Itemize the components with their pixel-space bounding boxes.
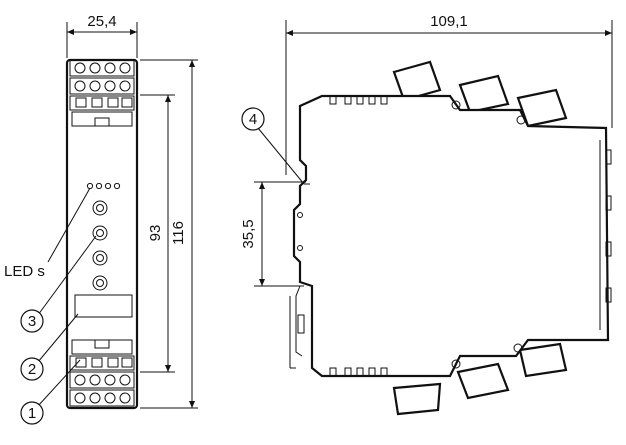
potentiometer-center	[96, 229, 104, 237]
callout-2-leader	[37, 313, 79, 363]
screw-icon	[104, 374, 116, 386]
terminal-slot	[121, 357, 133, 368]
callout-2-label: 2	[28, 361, 36, 378]
top-plug-1	[392, 60, 442, 102]
callout-4-leader	[257, 127, 305, 185]
bottom-plug-2	[456, 362, 510, 400]
screw-icon	[89, 62, 101, 74]
bottom-terminal-row-3	[69, 371, 135, 389]
top-plug-3	[516, 88, 568, 128]
top-terminal-row-3	[69, 95, 135, 111]
screw-icon	[119, 392, 131, 404]
potentiometer-icon	[92, 275, 108, 291]
screw-icon	[74, 62, 86, 74]
dimension-front-height-inner-label: 93	[147, 225, 164, 242]
dimension-side-rail-label: 35,5	[240, 219, 257, 248]
terminal-slot	[107, 357, 119, 368]
top-terminal-row-2	[69, 77, 135, 95]
potentiometer-center	[96, 254, 104, 262]
bottom-terminal-row-4	[69, 389, 135, 407]
leds-label: LED s	[4, 263, 45, 280]
terminal-slot	[91, 97, 103, 108]
screw-icon	[89, 374, 101, 386]
screw-icon	[119, 374, 131, 386]
callout-4-label: 4	[249, 111, 257, 128]
bottom-plug-3	[518, 342, 568, 378]
callout-4-circle	[241, 107, 265, 131]
screw-icon	[74, 80, 86, 92]
led-icon	[113, 182, 121, 190]
screw-icon	[89, 392, 101, 404]
screw-icon	[104, 80, 116, 92]
bottom-notches	[329, 367, 388, 377]
bottom-plug-1	[392, 382, 442, 416]
terminal-latch	[94, 339, 110, 349]
potentiometer-icon	[92, 200, 108, 216]
screw-icon	[513, 343, 523, 353]
callout-1-leader	[37, 359, 81, 407]
right-edge-ribs	[599, 140, 612, 330]
screw-icon	[451, 359, 461, 369]
leds-leader	[47, 187, 91, 263]
screw-icon	[74, 374, 86, 386]
dimension-front-width-label: 25,4	[87, 13, 116, 30]
terminal-slot	[107, 97, 119, 108]
terminal-slot	[75, 357, 87, 368]
screw-icon	[104, 62, 116, 74]
din-rail-clip	[289, 183, 310, 369]
callout-2-circle	[20, 357, 44, 381]
front-view: 25,4 93 116 LED s 3 2	[4, 13, 198, 425]
callout-3-leader	[37, 235, 97, 316]
dimension-side-rail: 35,5	[240, 181, 306, 287]
top-terminal-row-1	[69, 59, 135, 77]
side-housing	[292, 94, 610, 378]
screw-icon	[451, 100, 461, 110]
potentiometer-icon	[92, 250, 108, 266]
label-field	[74, 294, 133, 318]
dimension-front-height-inner: 93	[140, 94, 175, 373]
led-icon	[104, 182, 112, 190]
led-icon	[95, 182, 103, 190]
screw-icon	[119, 80, 131, 92]
bottom-terminal-row-2	[69, 355, 135, 371]
terminal-slot	[91, 357, 103, 368]
top-notches	[329, 95, 388, 105]
callout-1-circle	[20, 401, 44, 425]
screw-icon	[89, 80, 101, 92]
potentiometer-column	[92, 200, 108, 291]
callout-1-label: 1	[28, 405, 36, 422]
dimension-front-height-total-label: 116	[170, 221, 187, 245]
potentiometer-center	[96, 204, 104, 212]
bottom-terminal-block	[69, 339, 135, 407]
dimension-front-height-total: 116	[140, 59, 198, 409]
potentiometer-icon	[92, 225, 108, 241]
screw-icon	[104, 392, 116, 404]
side-view: 109,1	[240, 13, 613, 416]
dimension-side-width-label: 109,1	[430, 13, 468, 30]
terminal-latch	[94, 117, 110, 127]
screw-icon	[516, 115, 526, 125]
callout-3-label: 3	[28, 313, 36, 330]
dimension-front-width: 25,4	[66, 13, 138, 58]
terminal-slot	[75, 97, 87, 108]
screw-icon	[74, 392, 86, 404]
top-plug-2	[458, 74, 510, 114]
dimension-side-width: 109,1	[285, 13, 613, 175]
terminal-slot	[121, 97, 133, 108]
top-plugs	[392, 60, 568, 128]
callout-3-circle	[20, 309, 44, 333]
bottom-plugs	[392, 342, 568, 416]
top-terminal-block	[69, 59, 135, 127]
potentiometer-center	[96, 279, 104, 287]
screw-icon	[119, 62, 131, 74]
